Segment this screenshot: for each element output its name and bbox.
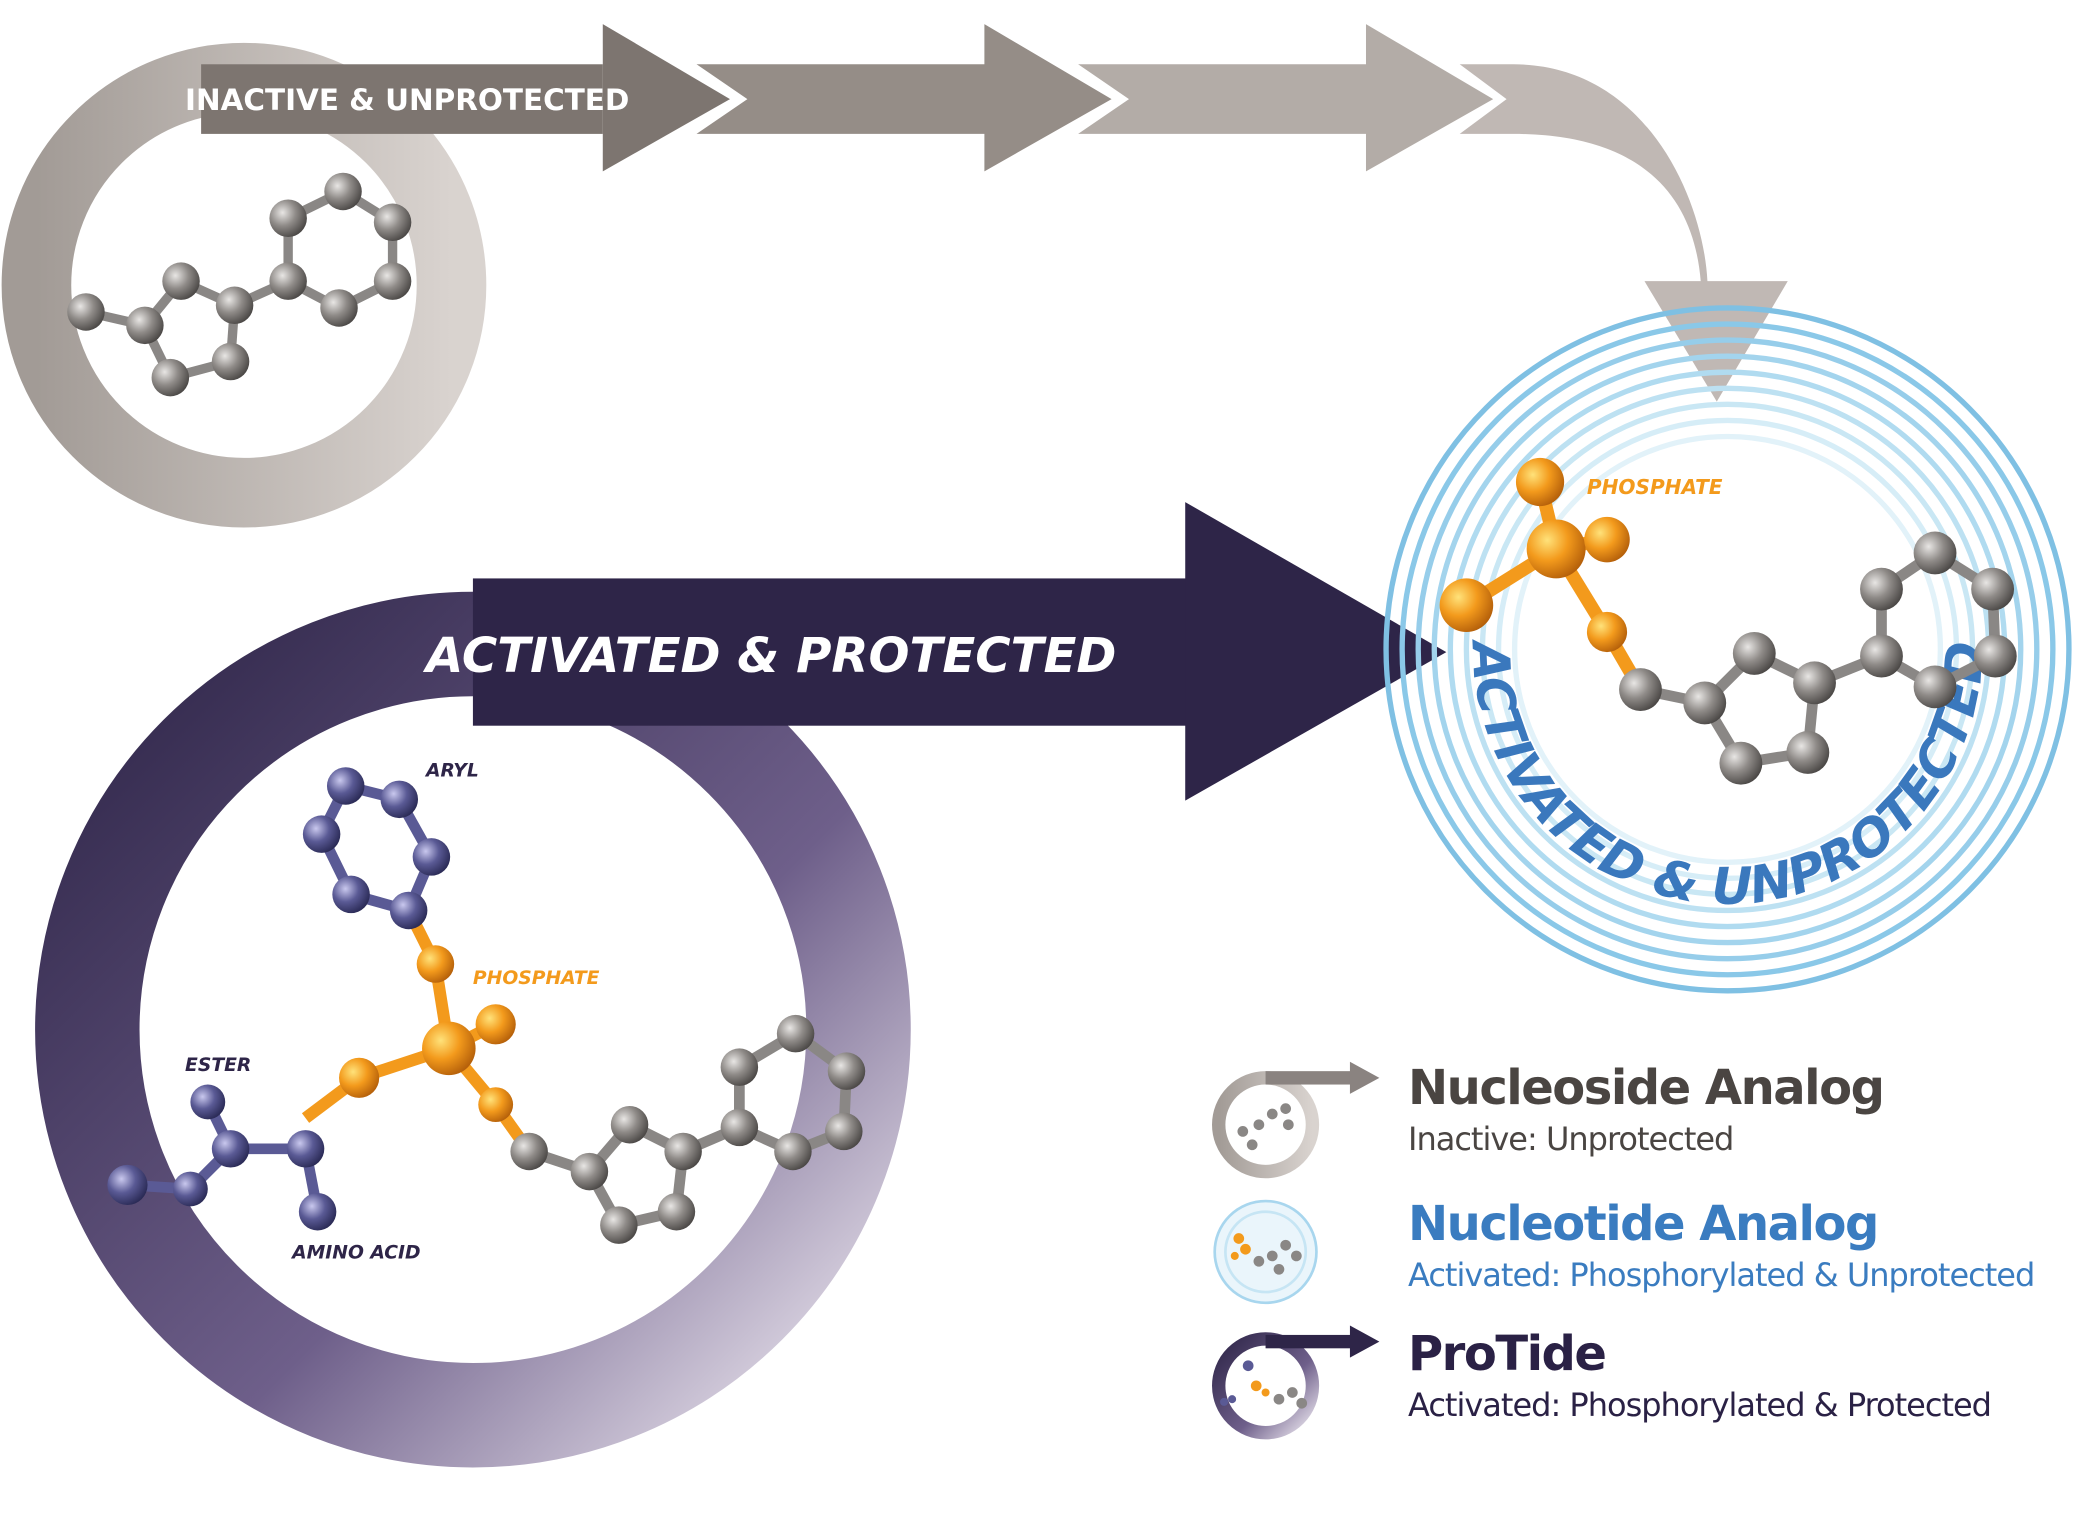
legend-subtitle: Activated: Phosphorylated & Protected	[1408, 1386, 1992, 1424]
protide-molecule: ARYL PHOSPHATE ESTER AMINO ACID	[107, 761, 866, 1264]
phosphate-label: PHOSPHATE	[473, 968, 600, 989]
aryl-label: ARYL	[424, 761, 479, 782]
inactive-band-label: INACTIVE & UNPROTECTED	[185, 83, 629, 117]
legend-item-nucleoside: Nucleoside Analog Inactive: Unprotected	[1408, 1060, 1885, 1158]
nucleotide-phosphate-label: PHOSPHATE	[1587, 475, 1723, 499]
legend-title: Nucleotide Analog	[1408, 1196, 1879, 1252]
arrow-segment-2	[696, 24, 1112, 172]
nucleotide-molecule: PHOSPHATE	[1439, 457, 2017, 785]
legend-title: ProTide	[1408, 1326, 1607, 1382]
protide-band-label: ACTIVATED & PROTECTED	[422, 628, 1116, 684]
amino-acid-label: AMINO ACID	[290, 1243, 420, 1264]
nucleoside-atoms	[67, 172, 412, 397]
legend-item-nucleotide: Nucleotide Analog Activated: Phosphoryla…	[1408, 1196, 2035, 1294]
arrow-curve-down	[1459, 64, 1788, 402]
legend-title: Nucleoside Analog	[1408, 1060, 1885, 1116]
arrow-segment-3	[1078, 24, 1494, 172]
nucleoside-loop: INACTIVE & UNPROTECTED	[1, 24, 1788, 528]
legend-item-protide: ProTide Activated: Phosphorylated & Prot…	[1408, 1326, 1992, 1424]
legend-icon-protide	[1212, 1325, 1380, 1440]
arrow-head-1	[602, 24, 730, 172]
nucleotide-rings	[1383, 305, 2072, 994]
legend-subtitle: Inactive: Unprotected	[1408, 1120, 1734, 1158]
protide-loop: ACTIVATED & PROTECTED	[35, 502, 1447, 1468]
protide-arrow-head	[1185, 502, 1447, 801]
legend-icon-nucleoside	[1212, 1061, 1380, 1179]
ester-label: ESTER	[185, 1055, 251, 1076]
legend-subtitle: Activated: Phosphorylated & Unprotected	[1408, 1256, 2035, 1294]
legend-icon-nucleotide	[1213, 1199, 1318, 1305]
